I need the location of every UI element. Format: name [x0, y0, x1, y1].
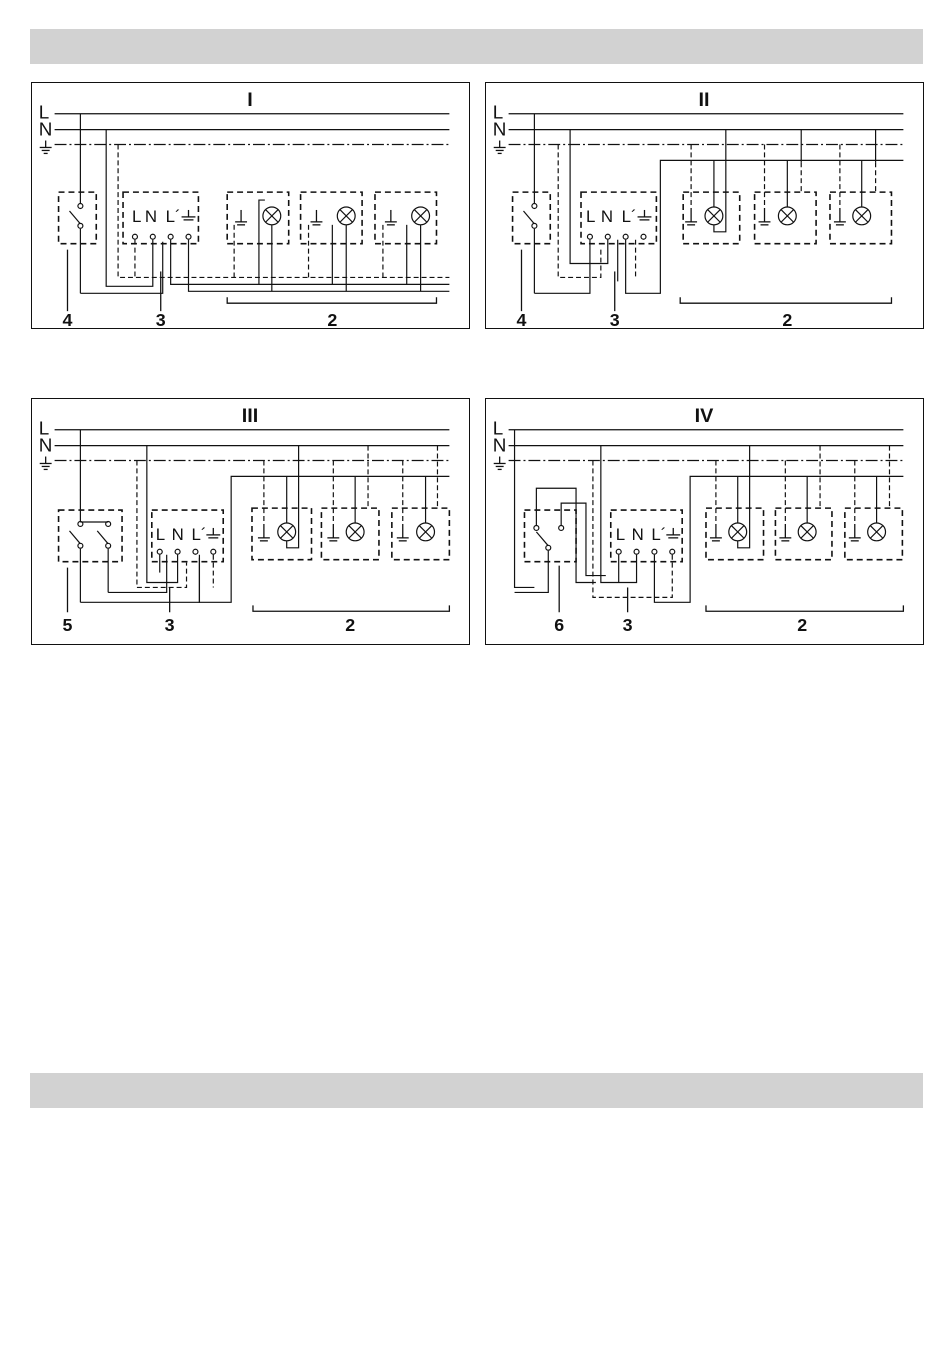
earth-symbol [666, 528, 680, 538]
earth-symbol [40, 457, 52, 470]
changeover-switch-contacts [515, 430, 606, 593]
terminal-label-n: N [172, 525, 184, 544]
double-switch-box [59, 510, 122, 562]
leader-lines [67, 250, 436, 311]
bus-label-n: N [493, 435, 507, 456]
lamp-box-2 [321, 508, 379, 560]
wiring-panel-1: I L N L N L´ [31, 82, 470, 329]
switch-number: 4 [517, 310, 527, 328]
lamp-neutral-wiring [801, 162, 875, 192]
wiring-panel-4: IV L N L N L´ [485, 398, 924, 645]
earth-symbol [206, 528, 220, 538]
terminal-label-l: L [132, 207, 141, 226]
lamp-box-3 [830, 192, 891, 244]
earth-symbol [494, 141, 506, 154]
receiver-number: 3 [165, 615, 175, 635]
leader-lines [67, 568, 449, 613]
lamp-group-number: 2 [797, 615, 807, 635]
panel-title: II [698, 89, 709, 111]
lamp-group-number: 2 [327, 310, 337, 328]
terminal-label-l-prime: L´ [191, 525, 206, 544]
footer-bar [30, 1073, 923, 1108]
terminal-label-n: N [632, 525, 644, 544]
receiver-terminals [587, 234, 646, 239]
switch-box [59, 192, 97, 244]
double-switch-contacts [69, 430, 110, 603]
lamp-box-1 [706, 508, 764, 560]
switch-number: 4 [63, 310, 73, 328]
earth-symbol [638, 210, 652, 220]
receiver-number: 3 [623, 615, 633, 635]
earth-symbol [40, 141, 52, 154]
receiver-terminals [616, 549, 675, 554]
panel-title: IV [695, 405, 715, 427]
wiring [601, 446, 904, 603]
leader-lines [559, 566, 903, 613]
lamp-box-2 [301, 192, 362, 244]
wiring-diagram-4: IV L N L N L´ [486, 399, 923, 644]
wiring-diagram-3: III L N L N L´ [32, 399, 469, 644]
terminal-label-l: L [156, 525, 165, 544]
leader-lines [521, 250, 891, 311]
panel-title: III [242, 405, 259, 427]
earth-symbol [182, 210, 196, 220]
switch-contact [69, 114, 82, 294]
terminal-label-n: N [145, 207, 157, 226]
lamp-group-number: 2 [782, 310, 792, 328]
lamp-box-3 [392, 508, 450, 560]
wiring-panel-3: III L N L N L´ [31, 398, 470, 645]
wiring-panel-2: II L N L N L´ [485, 82, 924, 329]
lamp-earth-wiring [264, 460, 403, 523]
receiver-number: 3 [156, 310, 166, 328]
panel-title: I [247, 89, 253, 111]
header-bar [30, 29, 923, 64]
bus-label-n: N [39, 119, 53, 140]
lamp-box-3 [845, 508, 903, 560]
lamp-box-3 [375, 192, 436, 244]
lamp-box-1 [252, 508, 312, 560]
switch-number: 6 [554, 615, 564, 635]
bus-label-n: N [39, 435, 53, 456]
wiring-diagram-1: I L N L N L´ [32, 83, 469, 328]
terminal-label-l: L [616, 525, 625, 544]
receiver-terminals [132, 234, 191, 239]
lamp-earth-wiring [234, 225, 383, 278]
terminal-label-l-prime: L´ [651, 525, 666, 544]
wiring [80, 446, 449, 603]
changeover-switch-box [524, 510, 576, 562]
terminal-label-l-prime: L´ [166, 207, 181, 226]
terminal-label-l-prime: L´ [622, 207, 637, 226]
lamp-group-number: 2 [345, 615, 355, 635]
terminal-label-l: L [586, 207, 595, 226]
earth-symbol [494, 457, 506, 470]
wiring-diagram-2: II L N L N L´ [486, 83, 923, 328]
lamp-box-2 [775, 508, 832, 560]
switch-contact [523, 114, 536, 294]
bus-label-n: N [493, 119, 507, 140]
receiver-number: 3 [610, 310, 620, 328]
lamp-box-1 [227, 192, 288, 244]
terminal-label-n: N [601, 207, 613, 226]
switch-number: 5 [63, 615, 73, 635]
switch-box [513, 192, 551, 244]
lamp-earth-wiring [716, 460, 855, 523]
receiver-terminals [157, 549, 216, 554]
